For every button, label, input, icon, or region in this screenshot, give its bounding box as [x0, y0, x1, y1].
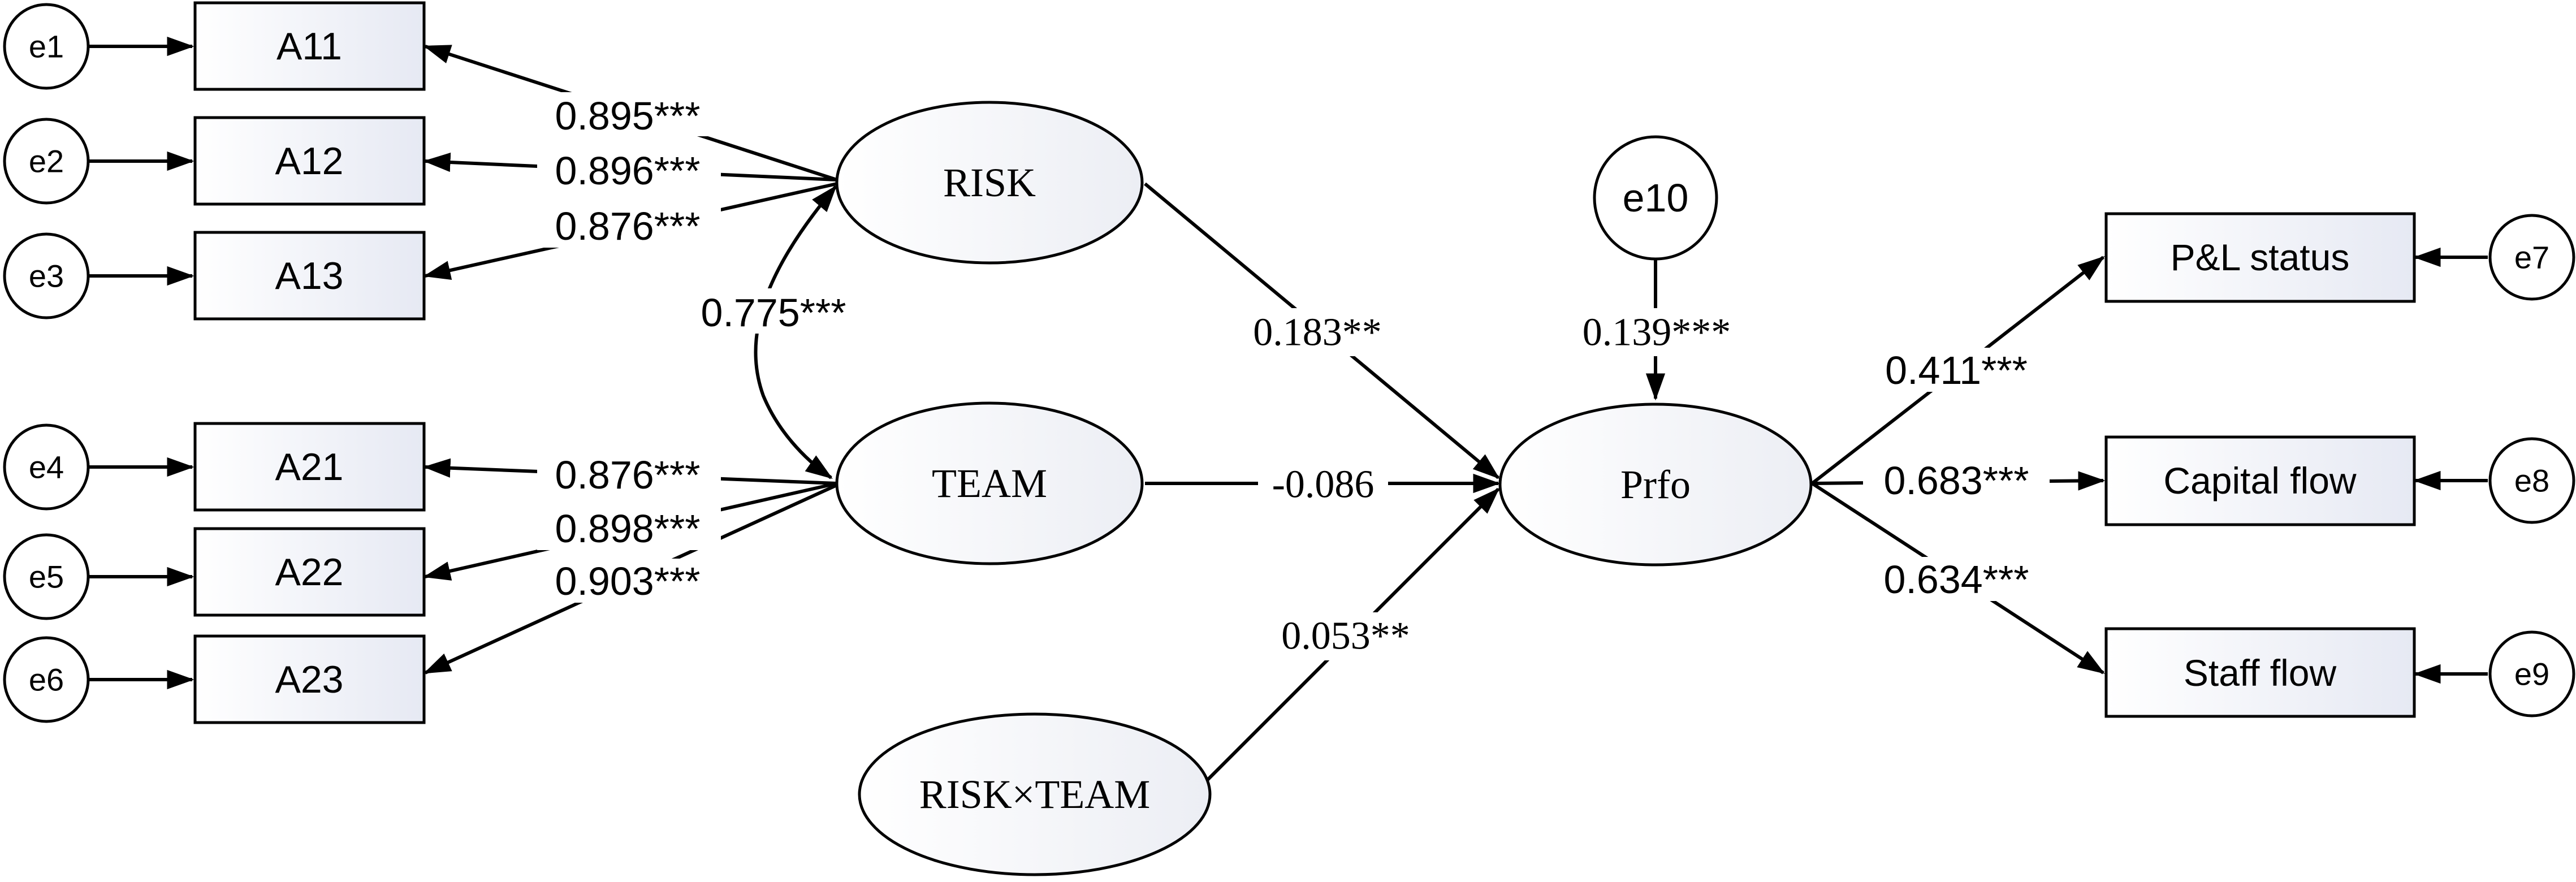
latent-variables: RISK TEAM RISK×TEAM Prfo: [835, 101, 1813, 876]
coefficient-labels: 0.895*** 0.896*** 0.876*** 0.775*** 0.87…: [537, 92, 2050, 660]
coef-a12: 0.896***: [555, 149, 701, 193]
coef-a11: 0.895***: [555, 94, 701, 138]
error-e7: e7: [2488, 214, 2575, 301]
coef-a23: 0.903***: [555, 559, 701, 603]
error-e5: e5: [3, 533, 90, 620]
svg-text:P&L status: P&L status: [2171, 236, 2350, 278]
error-e4: e4: [3, 423, 90, 511]
coef-a13: 0.876***: [555, 204, 701, 248]
indicator-staff-flow: Staff flow: [2104, 627, 2416, 718]
indicators-left: A11 A12 A13 A21 A22 A23: [193, 1, 426, 724]
svg-text:e7: e7: [2514, 240, 2549, 275]
svg-text:Capital flow: Capital flow: [2163, 460, 2356, 501]
error-e3: e3: [3, 232, 90, 319]
svg-text:Staff flow: Staff flow: [2184, 652, 2337, 694]
error-terms-left: e1 e2 e3 e4 e5 e6: [3, 3, 90, 723]
error-e6: e6: [3, 636, 90, 723]
coef-risk-prfo: 0.183**: [1253, 311, 1382, 354]
latent-risk: RISK: [835, 101, 1144, 265]
svg-text:TEAM: TEAM: [932, 461, 1047, 506]
indicators-right: P&L status Capital flow Staff flow: [2104, 212, 2416, 718]
svg-text:e3: e3: [29, 258, 64, 294]
svg-text:e10: e10: [1623, 176, 1689, 220]
svg-text:e8: e8: [2514, 463, 2549, 499]
svg-text:e5: e5: [29, 559, 64, 595]
svg-text:A11: A11: [276, 25, 342, 68]
svg-text:e6: e6: [29, 662, 64, 698]
error-e10: e10: [1593, 135, 1718, 261]
coef-team-prfo: -0.086: [1272, 463, 1375, 507]
svg-text:RISK×TEAM: RISK×TEAM: [919, 772, 1151, 817]
indicator-a21: A21: [193, 422, 426, 512]
svg-text:A21: A21: [275, 446, 344, 488]
indicator-a23: A23: [193, 634, 426, 724]
error-terms-right: e7 e8 e9: [2488, 214, 2575, 717]
svg-text:A23: A23: [275, 658, 344, 701]
coef-a22: 0.898***: [555, 507, 701, 551]
svg-text:Prfo: Prfo: [1620, 462, 1691, 507]
coef-e10-prfo: 0.139***: [1583, 311, 1731, 354]
error-e2: e2: [3, 118, 90, 205]
latent-risk-x-team: RISK×TEAM: [858, 712, 1212, 876]
svg-text:e1: e1: [29, 29, 64, 64]
latent-prfo: Prfo: [1498, 403, 1813, 567]
svg-text:e4: e4: [29, 449, 64, 485]
indicator-a13: A13: [193, 231, 426, 321]
error-e8: e8: [2488, 437, 2575, 524]
indicator-capital-flow: Capital flow: [2104, 435, 2416, 526]
indicator-pl-status: P&L status: [2104, 212, 2416, 303]
svg-text:A22: A22: [275, 551, 344, 594]
coef-pl: 0.411***: [1885, 348, 2028, 392]
indicator-a11: A11: [193, 1, 426, 91]
coef-risk-team-cov: 0.775***: [701, 291, 846, 335]
edge-risk-team-covariance: [754, 185, 837, 479]
svg-text:RISK: RISK: [943, 160, 1036, 205]
indicator-a12: A12: [193, 116, 426, 206]
indicator-a22: A22: [193, 527, 426, 617]
error-e1: e1: [3, 3, 90, 90]
coef-a21: 0.876***: [555, 453, 701, 497]
coef-staff: 0.634***: [1884, 557, 2029, 602]
svg-text:A13: A13: [275, 254, 344, 297]
svg-text:e2: e2: [29, 144, 64, 179]
latent-team: TEAM: [835, 401, 1144, 565]
coef-capital: 0.683***: [1884, 459, 2029, 503]
coef-interaction-prfo: 0.053**: [1281, 615, 1410, 658]
svg-text:e9: e9: [2514, 656, 2549, 692]
svg-text:A12: A12: [275, 140, 344, 183]
error-e9: e9: [2488, 630, 2575, 717]
